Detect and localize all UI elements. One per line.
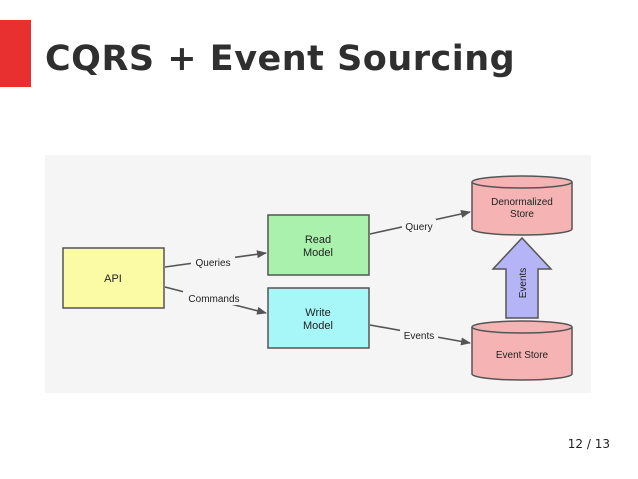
node-read-model-label-line2: Model [303,247,333,259]
page-separator: / [586,437,591,451]
node-event-store-label: Event Store [496,350,549,361]
node-denormalized-store [471,175,573,236]
node-write-model [267,287,370,349]
node-api [62,247,165,309]
node-read-model [267,214,370,276]
node-denormalized-store-label-line1: Denormalized [491,197,553,208]
node-api-label: API [104,273,122,285]
node-write-model-label-line1: Write [305,307,330,319]
node-event-store [471,320,573,381]
title-accent-bar [0,20,31,87]
edge-label-events: Events [404,331,435,342]
upward-arrow-label: Events [518,268,529,299]
architecture-diagram: Queries Commands Query Events API Read M… [45,155,591,393]
node-denormalized-store-label-line2: Store [510,209,534,220]
edge-label-commands: Commands [188,294,239,305]
page-total: 13 [594,437,610,451]
edge-label-queries: Queries [195,258,230,269]
edge-label-query: Query [405,222,432,233]
node-write-model-label-line2: Model [303,320,333,332]
diagram-canvas: Queries Commands Query Events API Read M… [62,175,573,381]
upward-events-arrow [491,236,553,319]
page-current: 12 [567,437,584,451]
slide-title: CQRS + Event Sourcing [45,39,516,79]
node-read-model-label-line1: Read [305,234,331,246]
page-number: 12 / 13 [566,437,610,451]
